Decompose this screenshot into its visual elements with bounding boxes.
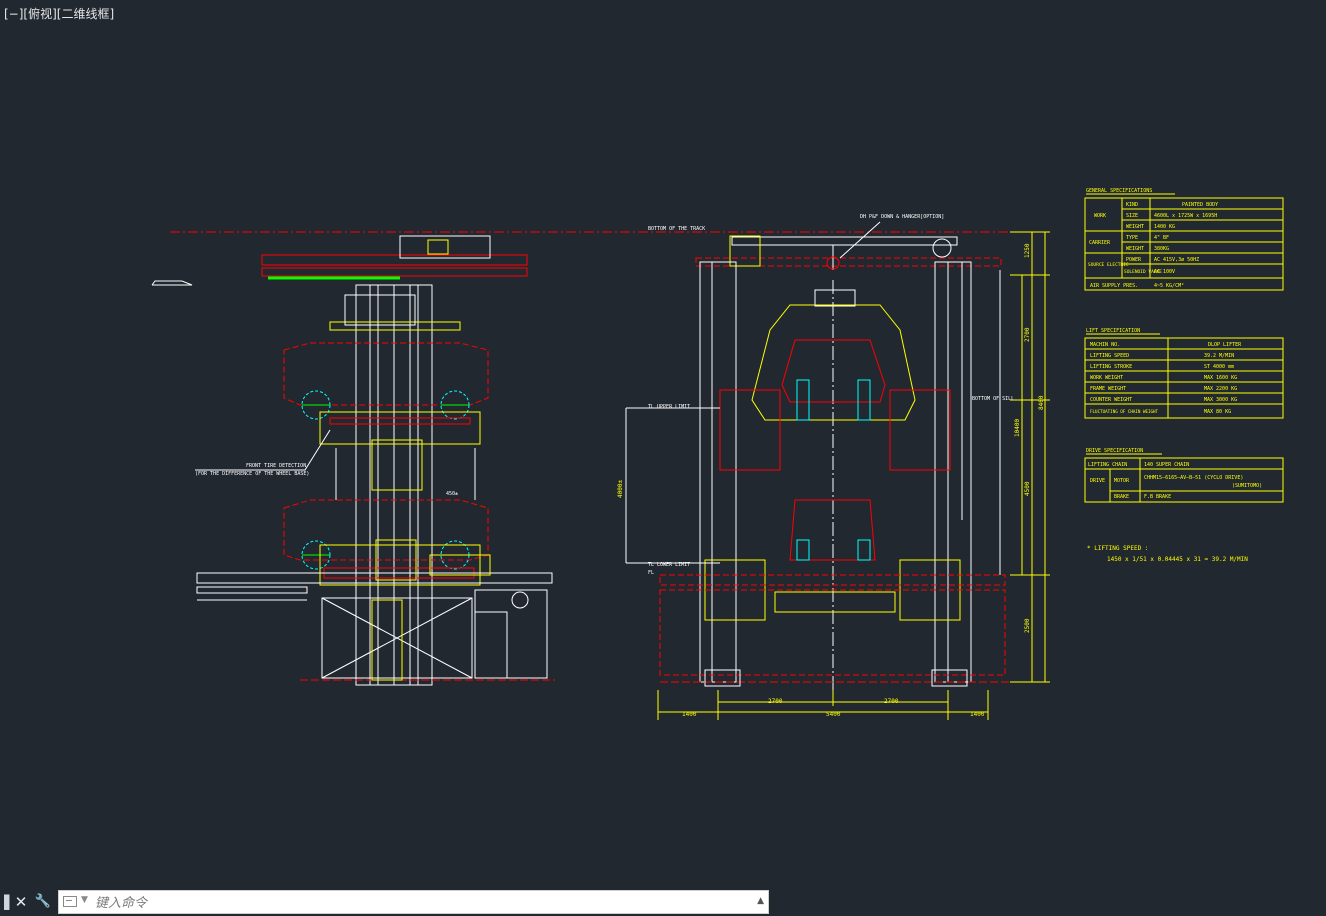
svg-text:FLUCTUATING OF CHAIN WEIGHT: FLUCTUATING OF CHAIN WEIGHT	[1090, 409, 1159, 414]
dim-left-2700: 2700	[768, 698, 783, 705]
dimension-lines	[657, 231, 1050, 720]
svg-text:1400 KG: 1400 KG	[1154, 224, 1175, 230]
dim-v-10400: 10400	[1014, 419, 1021, 437]
drag-grip-icon[interactable]: ▪▪▪	[3, 890, 10, 913]
dim-v-2700: 2700	[1024, 327, 1031, 342]
svg-text:DLOP LIFTER: DLOP LIFTER	[1208, 342, 1242, 348]
svg-text:AC 415V,3ø 50HZ: AC 415V,3ø 50HZ	[1154, 257, 1199, 263]
elevation-labels: BOTTOM OF THE TRACK TL UPPER LIMIT TL LO…	[195, 214, 1014, 576]
dim-v-8400: 8400	[1038, 395, 1045, 410]
svg-text:WORK WEIGHT: WORK WEIGHT	[1090, 375, 1123, 381]
svg-text:MOTOR: MOTOR	[1114, 478, 1130, 484]
label-front-tire-1: FRONT TIRE DETECTION	[246, 463, 306, 469]
svg-text:COUNTER WEIGHT: COUNTER WEIGHT	[1090, 397, 1132, 403]
front-view-elevation	[625, 221, 1045, 700]
general-specifications-table: GENERAL SPECIFICATIONS WORK KIND PAINTED…	[1084, 188, 1284, 291]
svg-text:4~5 KG/CM²: 4~5 KG/CM²	[1154, 283, 1184, 289]
gs-group-carrier: CARRIER	[1089, 240, 1111, 246]
cad-drawing-canvas[interactable]: BOTTOM OF THE TRACK TL UPPER LIMIT TL LO…	[0, 0, 1326, 888]
svg-text:PAINTED BODY: PAINTED BODY	[1182, 202, 1218, 208]
svg-text:TYPE: TYPE	[1126, 235, 1138, 241]
svg-text:SOLENOID VALVE: SOLENOID VALVE	[1124, 269, 1162, 275]
command-history-icon[interactable]: ▲	[757, 896, 764, 906]
command-line-bar: ▪▪▪ ✕ 🔧 ▼ ▲	[0, 888, 1326, 916]
general-specifications-title: GENERAL SPECIFICATIONS	[1086, 188, 1152, 194]
svg-text:BRAKE: BRAKE	[1114, 494, 1129, 500]
svg-text:* LIFTING SPEED :: * LIFTING SPEED :	[1087, 545, 1148, 552]
lift-specification-table: LIFT SPECIFICATION MACHIN NO. DLOP LIFTE…	[1084, 328, 1284, 419]
svg-text:380KG: 380KG	[1154, 246, 1169, 252]
svg-text:AC 100V: AC 100V	[1154, 269, 1175, 275]
svg-text:39.2 M/MIN: 39.2 M/MIN	[1204, 353, 1234, 359]
gs-group-work: WORK	[1094, 213, 1106, 219]
svg-text:CHHM15—6165—AV—B—51 (CYCLO: CHHM15—6165—AV—B—51 (CYCLO DRIVE)	[1144, 475, 1243, 481]
svg-text:4600L x 1725W x 1695H: 4600L x 1725W x 1695H	[1154, 213, 1217, 219]
svg-text:POWER: POWER	[1126, 257, 1142, 263]
customize-wrench-icon[interactable]: 🔧	[34, 894, 52, 909]
svg-text:MAX 1600 KG: MAX 1600 KG	[1204, 375, 1237, 381]
dim-v-4000: 4000±	[617, 480, 624, 498]
label-hanger: DH P&F DOWN & HANGER[OPTION]	[860, 214, 944, 220]
lift-specification-title: LIFT SPECIFICATION	[1086, 328, 1140, 334]
svg-text:KIND: KIND	[1126, 202, 1138, 208]
close-icon[interactable]: ✕	[14, 893, 28, 911]
label-fl: FL	[648, 570, 654, 576]
viewport-controls-label[interactable]: [−][俯视][二维线框]	[4, 7, 115, 21]
label-upper-limit: TL UPPER LIMIT	[648, 404, 690, 410]
svg-text:ST 4000 mm: ST 4000 mm	[1204, 364, 1234, 370]
svg-text:LIFTING STROKE: LIFTING STROKE	[1090, 364, 1132, 370]
dim-right-1400: 1400	[970, 711, 985, 718]
svg-text:MAX 2200 KG: MAX 2200 KG	[1204, 386, 1237, 392]
svg-text:SIZE: SIZE	[1126, 213, 1138, 219]
dim-v-1250: 1250	[1024, 243, 1031, 258]
drive-specification-title: DRIVE SPECIFICATION	[1086, 448, 1143, 454]
svg-text:F.B BRAKE: F.B BRAKE	[1144, 494, 1171, 500]
gs-group-air: AIR SUPPLY PRES.	[1090, 283, 1138, 289]
svg-text:FRAME WEIGHT: FRAME WEIGHT	[1090, 386, 1126, 392]
svg-text:WEIGHT: WEIGHT	[1126, 224, 1144, 230]
dim-total-5400: 5400	[826, 711, 841, 718]
label-lower-limit: TL LOWER LIMIT	[648, 562, 690, 568]
command-prompt-icon[interactable]	[63, 896, 77, 907]
svg-text:MAX 3000 KG: MAX 3000 KG	[1204, 397, 1237, 403]
label-bottom-of-track: BOTTOM OF THE TRACK	[648, 226, 705, 232]
svg-text:MAX 80 KG: MAX 80 KG	[1204, 409, 1231, 415]
svg-text:4" BF: 4" BF	[1154, 235, 1169, 241]
svg-text:DRIVE: DRIVE	[1090, 478, 1105, 484]
chevron-down-icon[interactable]: ▼	[81, 895, 88, 905]
side-view-elevation	[151, 235, 555, 686]
svg-text:140 SUPER CHAIN: 140 SUPER CHAIN	[1144, 462, 1189, 468]
drive-specification-table: DRIVE SPECIFICATION LIFTING CHAIN 140 SU…	[1084, 448, 1284, 503]
dim-left-1400: 1400	[682, 711, 697, 718]
lifting-speed-note: * LIFTING SPEED : 1450 x 1/51 x 0.04445 …	[1087, 545, 1248, 563]
svg-text:WEIGHT: WEIGHT	[1126, 246, 1144, 252]
dimension-texts: 1400 2700 5400 2700 1400 1250 2700 4500 …	[617, 243, 1045, 718]
svg-text:LIFTING CHAIN: LIFTING CHAIN	[1088, 462, 1127, 468]
command-input-container: ▼ ▲	[58, 890, 769, 914]
svg-text:LIFTING SPEED: LIFTING SPEED	[1090, 353, 1129, 359]
label-bottom-of-sill: BOTTOM OF SILL	[972, 396, 1014, 402]
label-front-tire-2: (FOR THE DIFFERENCE OF THE WHEEL BASE)	[195, 471, 309, 477]
svg-text:MACHIN NO.: MACHIN NO.	[1090, 342, 1120, 348]
dim-right-2700: 2700	[884, 698, 899, 705]
label-dim-450: 450±	[446, 491, 458, 497]
dim-v-2500: 2500	[1024, 618, 1031, 633]
svg-text:(SUMITOMO): (SUMITOMO)	[1232, 483, 1262, 489]
gs-group-source: SOURCE ELECTRIC	[1088, 262, 1129, 268]
svg-text:1450 x 1/51 x 0.04445 x 31 = 3: 1450 x 1/51 x 0.04445 x 31 = 39.2 M/MIN	[1107, 556, 1248, 563]
command-input[interactable]	[93, 892, 737, 914]
dim-v-4500: 4500	[1024, 481, 1031, 496]
